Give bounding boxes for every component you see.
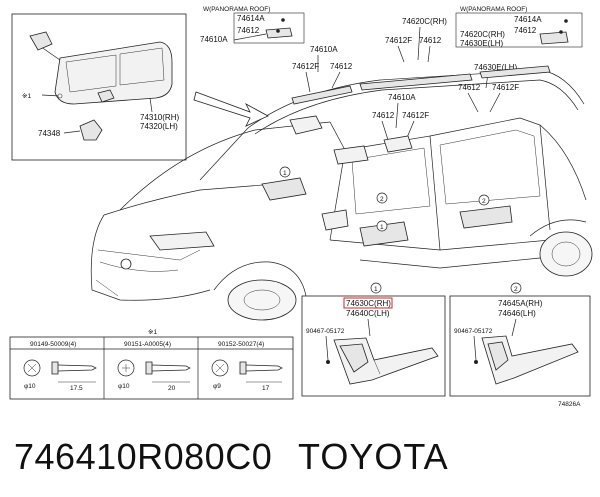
screw-table-title: ※1 [148,329,157,336]
detail-box-2: 2 74645A(RH) 74646(LH) 90467-05172 [449,282,591,397]
parts-diagram: ※1 74348 74310(RH) 74320(LH) W(PANORAMA … [9,6,593,408]
sun-visor-inset: ※1 74348 74310(RH) 74320(LH) [11,13,187,161]
part-number: 746410R080C0 [14,436,273,477]
marker-1-b: 1 [380,224,384,231]
label-74612-left-1: 74612 [237,26,260,35]
marker-2-b: 2 [482,198,486,205]
marker-1-a: 1 [283,170,287,177]
screw-table: ※1 90149-50009(4) 90151-A0005(4) 90152-5… [9,329,294,400]
inset-label-74310: 74310(RH) [140,113,179,122]
label-74630E-right: 74630E(LH) [460,39,503,48]
label-74630E-center: 74630E(LH) [474,63,517,72]
label-74610A-left-2: 74610A [310,45,338,54]
screw-dia-2: φ10 [118,383,130,390]
inset-label-74348: 74348 [38,129,61,138]
label-74612F-right: 74612F [492,83,519,92]
inset-screw-mark: ※1 [22,93,31,100]
center-callouts: 74620C(RH) 74612F 74612 74610A 74612F 74… [292,17,519,141]
label-74614A-left: 74614A [237,14,265,23]
drawing-code: 74826A [558,401,581,408]
panorama-header-left: W(PANORAMA ROOF) [203,6,270,13]
panorama-callout-left: W(PANORAMA ROOF) 74614A 74612 74610A [200,6,305,44]
label-74620C-center: 74620C(RH) [402,17,447,26]
label-74610A-left-1: 74610A [200,35,228,44]
label-74612F-center: 74612F [385,36,412,45]
marker-2-a: 2 [380,196,384,203]
label-74614A-right: 74614A [514,15,542,24]
panorama-header-right: W(PANORAMA ROOF) [460,6,527,13]
screw-part-2: 90151-A0005(4) [124,341,171,348]
screw-len-3: 17 [262,385,270,392]
detail-1-circle: 1 [374,286,378,293]
vehicle-drawing [90,65,593,321]
screw-part-1: 90149-50009(4) [30,341,76,348]
detail-2-part-b: 74646(LH) [498,309,536,318]
label-74612-right-1: 74612 [514,26,537,35]
screw-part-3: 90152-50027(4) [218,341,264,348]
detail-box-1: 1 74630C(RH) 74640C(LH) 90467-05172 [301,282,446,397]
circle-markers: 1 2 1 2 [279,166,490,232]
screw-len-2: 20 [168,385,176,392]
detail-1-part-a: 74630C(RH) [346,299,391,308]
detail-1-clip: 90467-05172 [306,328,345,335]
screw-len-1: 17.5 [70,385,83,392]
detail-2-part-a: 74645A(RH) [498,299,543,308]
detail-1-part-b: 74640C(LH) [346,309,390,318]
detail-2-circle: 2 [514,286,518,293]
screw-dia-1: φ10 [24,383,36,390]
label-74612-right-2: 74612 [458,83,481,92]
brand-name: TOYOTA [298,436,449,477]
label-74620C-right: 74620C(RH) [460,30,505,39]
label-74612F-left: 74612F [292,62,319,71]
label-74612-center: 74612 [419,36,442,45]
screw-dia-3: φ9 [213,383,221,390]
label-74612-left-2: 74612 [330,62,353,71]
label-74612-center-2: 74612 [372,111,395,120]
inset-label-74320: 74320(LH) [140,122,178,131]
panorama-callout-right: W(PANORAMA ROOF) 74614A 74612 74620C(RH)… [455,6,583,48]
label-74610A-center: 74610A [388,93,416,102]
label-74612F-center-2: 74612F [402,111,429,120]
detail-2-clip: 90467-05172 [454,328,493,335]
